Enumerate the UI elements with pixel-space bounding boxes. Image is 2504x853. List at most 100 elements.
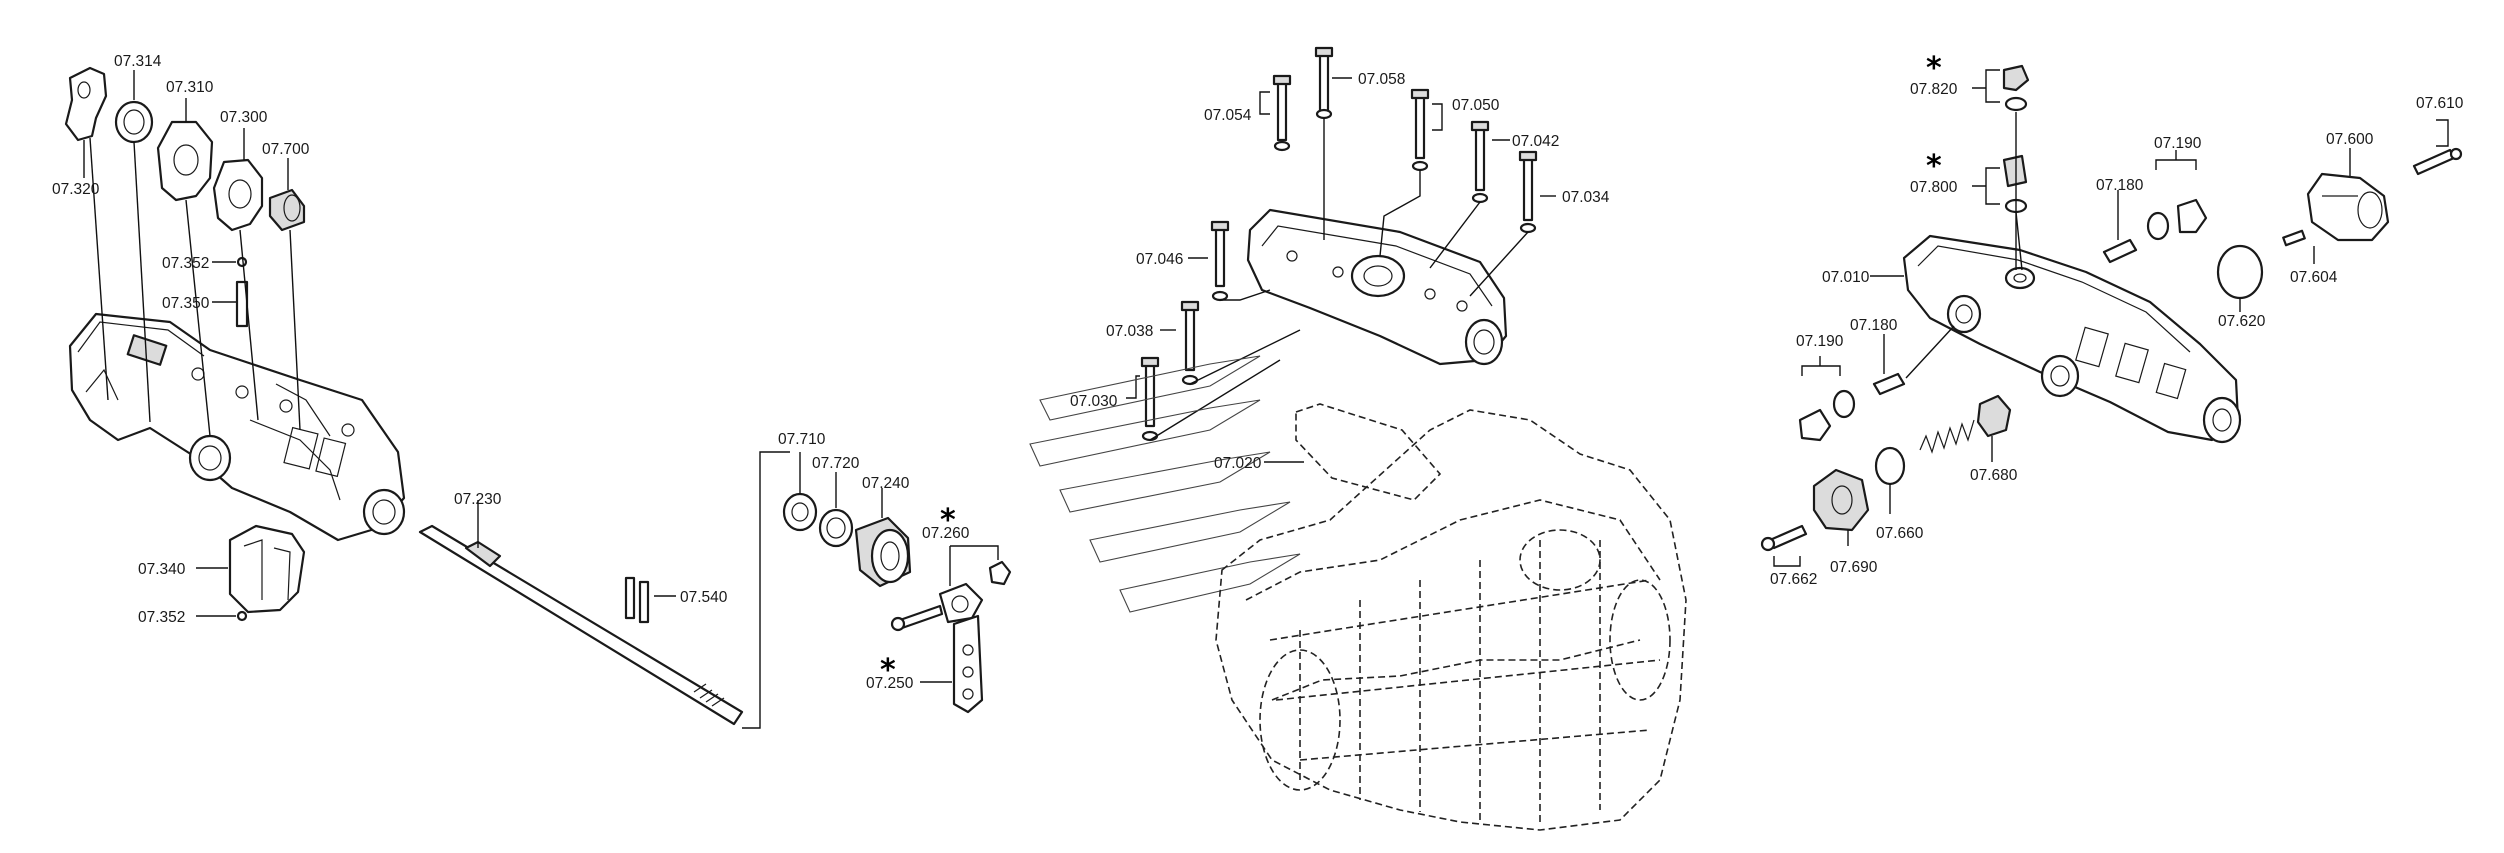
part-07-610-screw bbox=[2412, 148, 2456, 176]
label-07-820: 07.820 bbox=[1910, 81, 1958, 98]
part-07-314-ring bbox=[114, 100, 154, 144]
label-07-190-top: 07.190 bbox=[2154, 135, 2202, 152]
label-07-030: 07.030 bbox=[1070, 393, 1118, 410]
part-07-710-seal bbox=[782, 492, 818, 532]
label-07-600: 07.600 bbox=[2326, 131, 2374, 148]
part-07-352-ball-bottom bbox=[236, 610, 248, 622]
label-07-180-top: 07.180 bbox=[2096, 177, 2144, 194]
part-07-680-piston bbox=[1976, 394, 2012, 438]
part-07-800-plug bbox=[2002, 154, 2028, 188]
label-07-340: 07.340 bbox=[138, 561, 186, 578]
part-07-020-gasket bbox=[1295, 403, 1442, 501]
label-07-800: 07.800 bbox=[1910, 179, 1958, 196]
part-07-010-valve-housing bbox=[1902, 234, 2240, 442]
part-07-600-solenoid bbox=[2306, 172, 2390, 242]
arrow-outline-e bbox=[1119, 553, 1301, 613]
arrow-outline-a bbox=[1039, 355, 1261, 421]
label-07-700: 07.700 bbox=[262, 141, 310, 158]
star-07-800: * bbox=[1926, 149, 1942, 184]
part-07-320-shift-finger bbox=[64, 66, 108, 142]
label-07-230: 07.230 bbox=[454, 491, 502, 508]
label-07-058: 07.058 bbox=[1358, 71, 1405, 88]
label-07-662: 07.662 bbox=[1770, 571, 1817, 588]
arrow-outline-d bbox=[1089, 501, 1291, 563]
label-07-180-bottom: 07.180 bbox=[1850, 317, 1898, 334]
label-07-540: 07.540 bbox=[680, 589, 728, 606]
label-07-034: 07.034 bbox=[1562, 189, 1610, 206]
part-07-680-spring bbox=[1919, 419, 1975, 454]
label-07-054: 07.054 bbox=[1204, 107, 1252, 124]
part-07-662-screw bbox=[1768, 524, 1808, 550]
label-07-352-top: 07.352 bbox=[162, 255, 209, 272]
label-07-190-bottom: 07.190 bbox=[1796, 333, 1844, 350]
label-07-680: 07.680 bbox=[1970, 467, 2018, 484]
label-07-250: 07.250 bbox=[866, 675, 914, 692]
bolts-07-050 bbox=[1410, 88, 1430, 172]
part-07-180-screw-top bbox=[2102, 238, 2138, 264]
label-07-046: 07.046 bbox=[1136, 251, 1183, 268]
arrow-outline-c bbox=[1059, 451, 1271, 513]
label-07-310: 07.310 bbox=[166, 79, 214, 96]
part-07-190-ring-top bbox=[2146, 211, 2170, 241]
part-07-540-pin-b bbox=[638, 580, 650, 624]
bolts-07-030 bbox=[1140, 356, 1160, 442]
star-07-260: * bbox=[940, 503, 956, 538]
part-07-300-shift-block bbox=[212, 158, 264, 232]
label-07-050: 07.050 bbox=[1452, 97, 1500, 114]
lever-group: 07.710 07.720 07.240 * 07.260 * 07.250 bbox=[778, 431, 1012, 714]
label-07-042: 07.042 bbox=[1512, 133, 1559, 150]
part-07-820-plug bbox=[2002, 64, 2030, 92]
arrow-outline-b bbox=[1029, 399, 1261, 467]
part-07-230-shift-shaft bbox=[418, 524, 744, 726]
label-07-314: 07.314 bbox=[114, 53, 162, 70]
part-07-250-shift-arm bbox=[952, 614, 984, 714]
part-07-620-oring bbox=[2216, 244, 2264, 300]
part-07-260-lever-head bbox=[938, 582, 984, 624]
selector-housing bbox=[68, 312, 406, 542]
part-07-690-cover bbox=[1812, 468, 1870, 532]
part-07-190-ring-bottom bbox=[1832, 389, 1856, 419]
label-07-320: 07.320 bbox=[52, 181, 100, 198]
gearbox-housing bbox=[1215, 409, 1687, 831]
label-07-010: 07.010 bbox=[1822, 269, 1870, 286]
label-07-240: 07.240 bbox=[862, 475, 910, 492]
part-07-180-screw-bottom bbox=[1872, 372, 1906, 396]
part-07-660-oring bbox=[1874, 446, 1906, 486]
part-07-340-shift-element bbox=[228, 524, 306, 614]
label-07-260: 07.260 bbox=[922, 525, 970, 542]
label-07-720: 07.720 bbox=[812, 455, 860, 472]
part-07-310-shift-block bbox=[156, 120, 214, 202]
part-07-604-pin bbox=[2282, 229, 2306, 247]
part-07-700-bushing bbox=[268, 188, 306, 232]
center-assembly: 07.058 07.054 07.050 07.042 07.034 bbox=[1029, 46, 1687, 831]
label-07-038: 07.038 bbox=[1106, 323, 1153, 340]
bolts-07-038 bbox=[1180, 300, 1200, 386]
label-07-660: 07.660 bbox=[1876, 525, 1924, 542]
label-07-604: 07.604 bbox=[2290, 269, 2338, 286]
part-07-260-nut bbox=[988, 560, 1012, 586]
part-07-190-plug-top bbox=[2176, 198, 2208, 234]
bolts-07-042 bbox=[1470, 120, 1490, 204]
right-assembly: * 07.820 * 07.800 07.180 07.190 07.600 0… bbox=[1760, 51, 2464, 588]
bolts-07-046 bbox=[1210, 220, 1230, 302]
part-07-720-ring bbox=[818, 508, 854, 548]
bolts-07-054 bbox=[1272, 74, 1292, 152]
part-07-352-ball-top bbox=[236, 256, 248, 268]
label-07-690: 07.690 bbox=[1830, 559, 1878, 576]
left-assembly: 07.320 07.314 07.310 07.300 07.700 07.35… bbox=[52, 53, 790, 729]
star-07-820: * bbox=[1926, 51, 1942, 86]
part-07-540-pin-a bbox=[624, 576, 636, 620]
label-07-352-bottom: 07.352 bbox=[138, 609, 185, 626]
label-07-020: 07.020 bbox=[1214, 455, 1262, 472]
star-07-250: * bbox=[880, 653, 896, 688]
label-07-300: 07.300 bbox=[220, 109, 268, 126]
label-07-620: 07.620 bbox=[2218, 313, 2266, 330]
label-07-710: 07.710 bbox=[778, 431, 826, 448]
label-07-350: 07.350 bbox=[162, 295, 210, 312]
part-07-190-plug-bottom bbox=[1798, 408, 1832, 442]
part-07-260-bolt bbox=[898, 604, 944, 630]
bolts-07-058 bbox=[1314, 46, 1334, 120]
label-07-610: 07.610 bbox=[2416, 95, 2464, 112]
bolts-07-034 bbox=[1518, 150, 1538, 234]
